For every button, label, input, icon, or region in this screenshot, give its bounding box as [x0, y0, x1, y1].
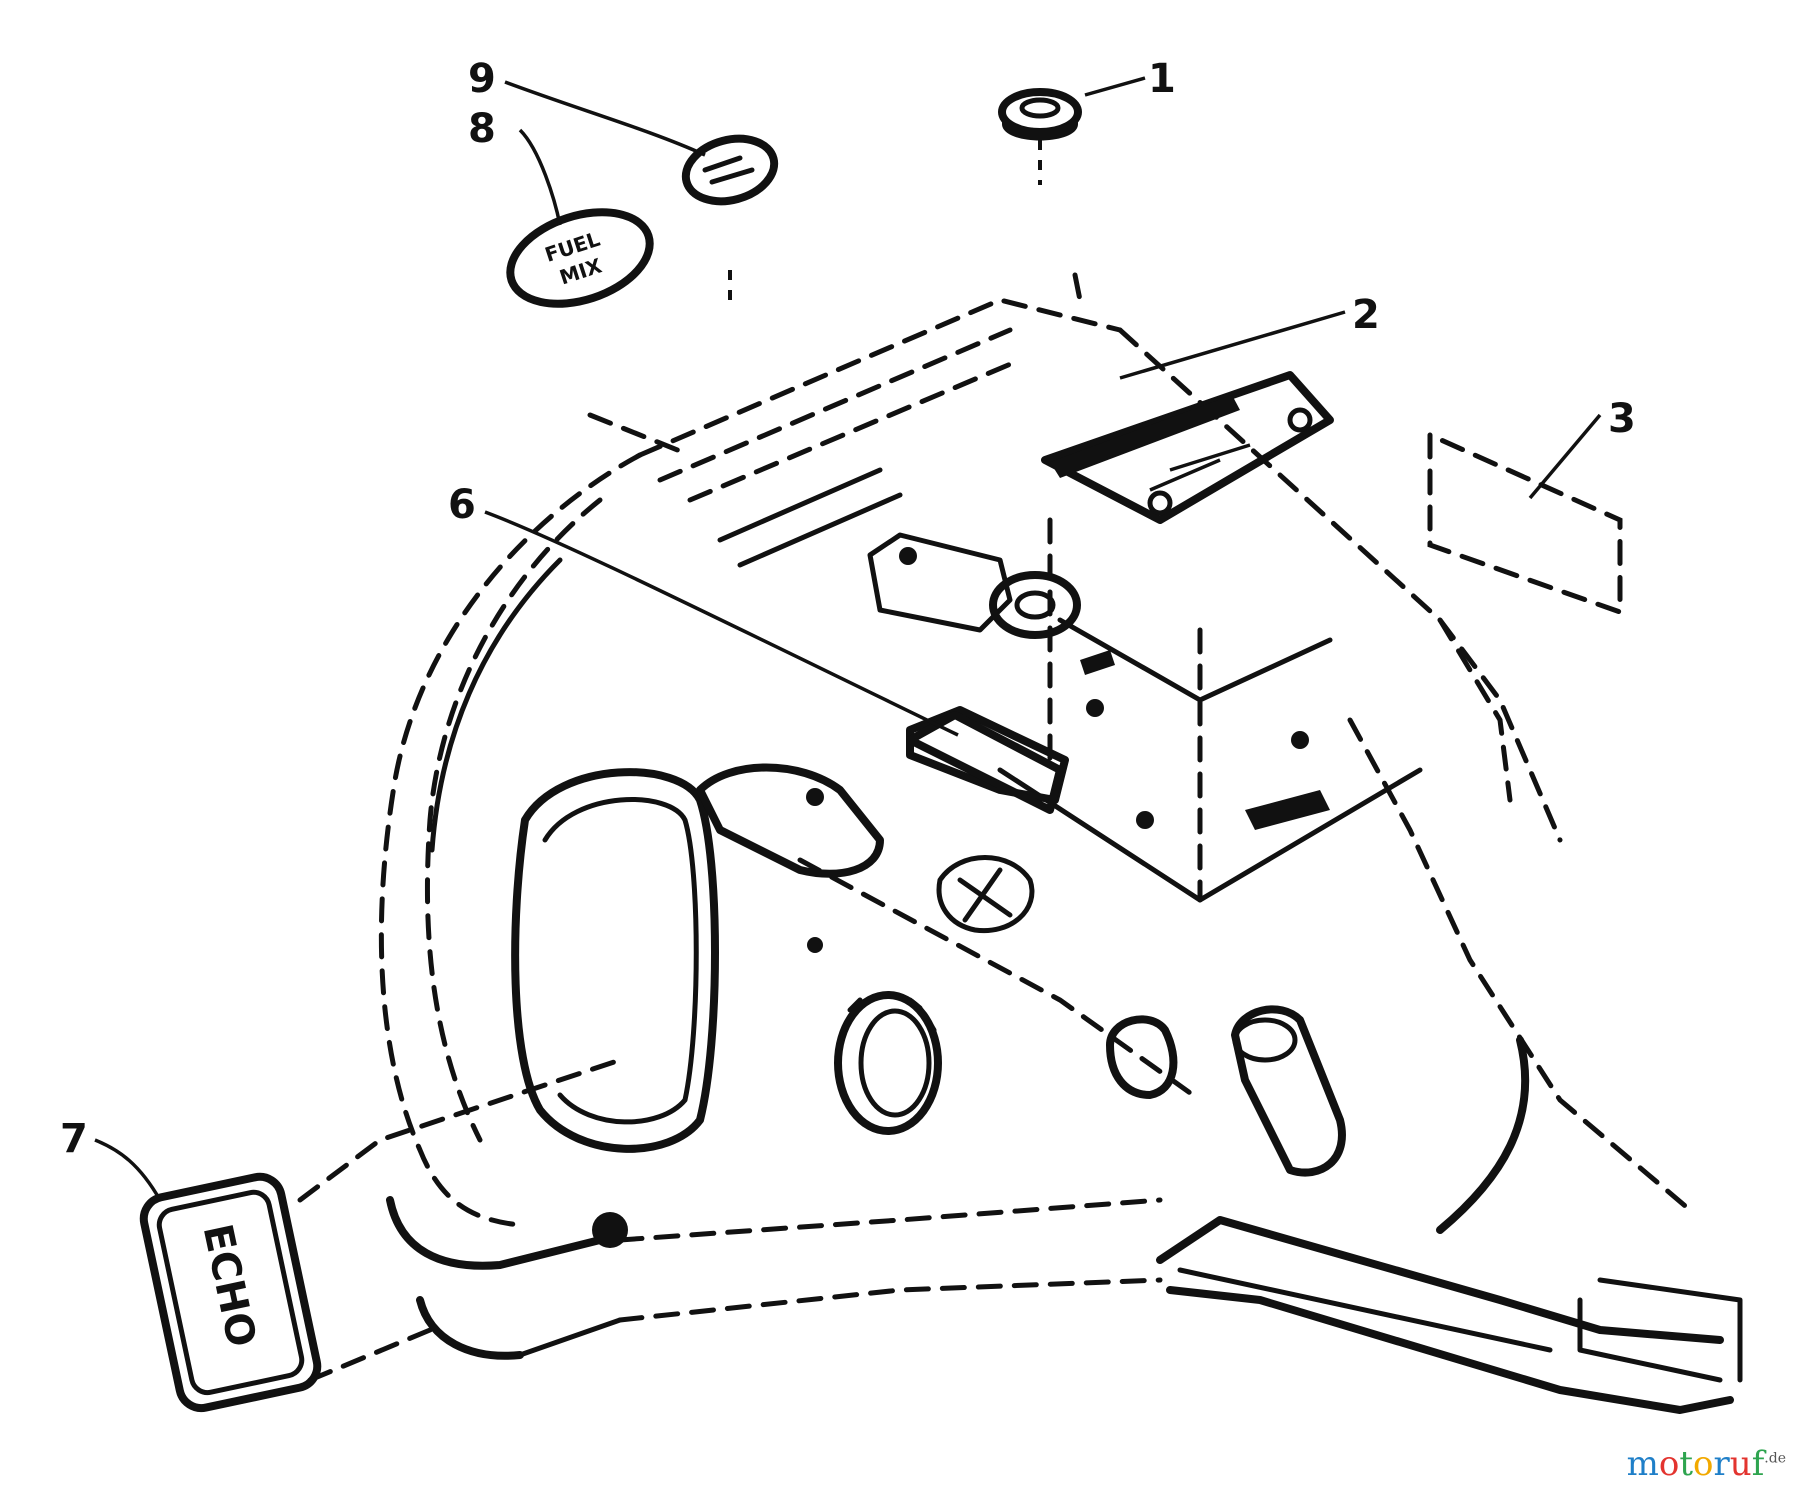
callout-8: 8 [468, 106, 496, 152]
fuel-cap [834, 991, 942, 1135]
part-9-oil-decal [681, 134, 779, 206]
callout-1: 1 [1148, 56, 1176, 102]
part-7-echo-badge: ECHO [139, 1057, 623, 1413]
callout-2: 2 [1352, 292, 1380, 338]
part-3-label [1427, 431, 1623, 616]
screws [592, 547, 1309, 1248]
engine-housing [378, 297, 1743, 1414]
air-filter-cover [696, 532, 1330, 934]
part-2-name-plate [1041, 371, 1334, 524]
guide-line [1072, 272, 1083, 303]
callout-leaders [94, 76, 1602, 1201]
badge-text: ECHO [194, 1220, 265, 1351]
oil-cap [1106, 1005, 1346, 1177]
callout-7: 7 [60, 1116, 88, 1162]
watermark-logo: motoruf.de [1626, 1444, 1786, 1484]
callout-6: 6 [448, 482, 476, 528]
starter-cover [511, 768, 719, 1153]
part-8-fuel-mix-decal: FUEL MIX [506, 208, 732, 310]
callout-numbers: 1 2 3 6 7 8 9 [60, 56, 1636, 1162]
callout-9: 9 [468, 56, 496, 102]
guide-line [587, 412, 693, 458]
callout-3: 3 [1608, 396, 1636, 442]
part-6-plate [906, 711, 1064, 814]
part-1-grommet [998, 88, 1082, 185]
